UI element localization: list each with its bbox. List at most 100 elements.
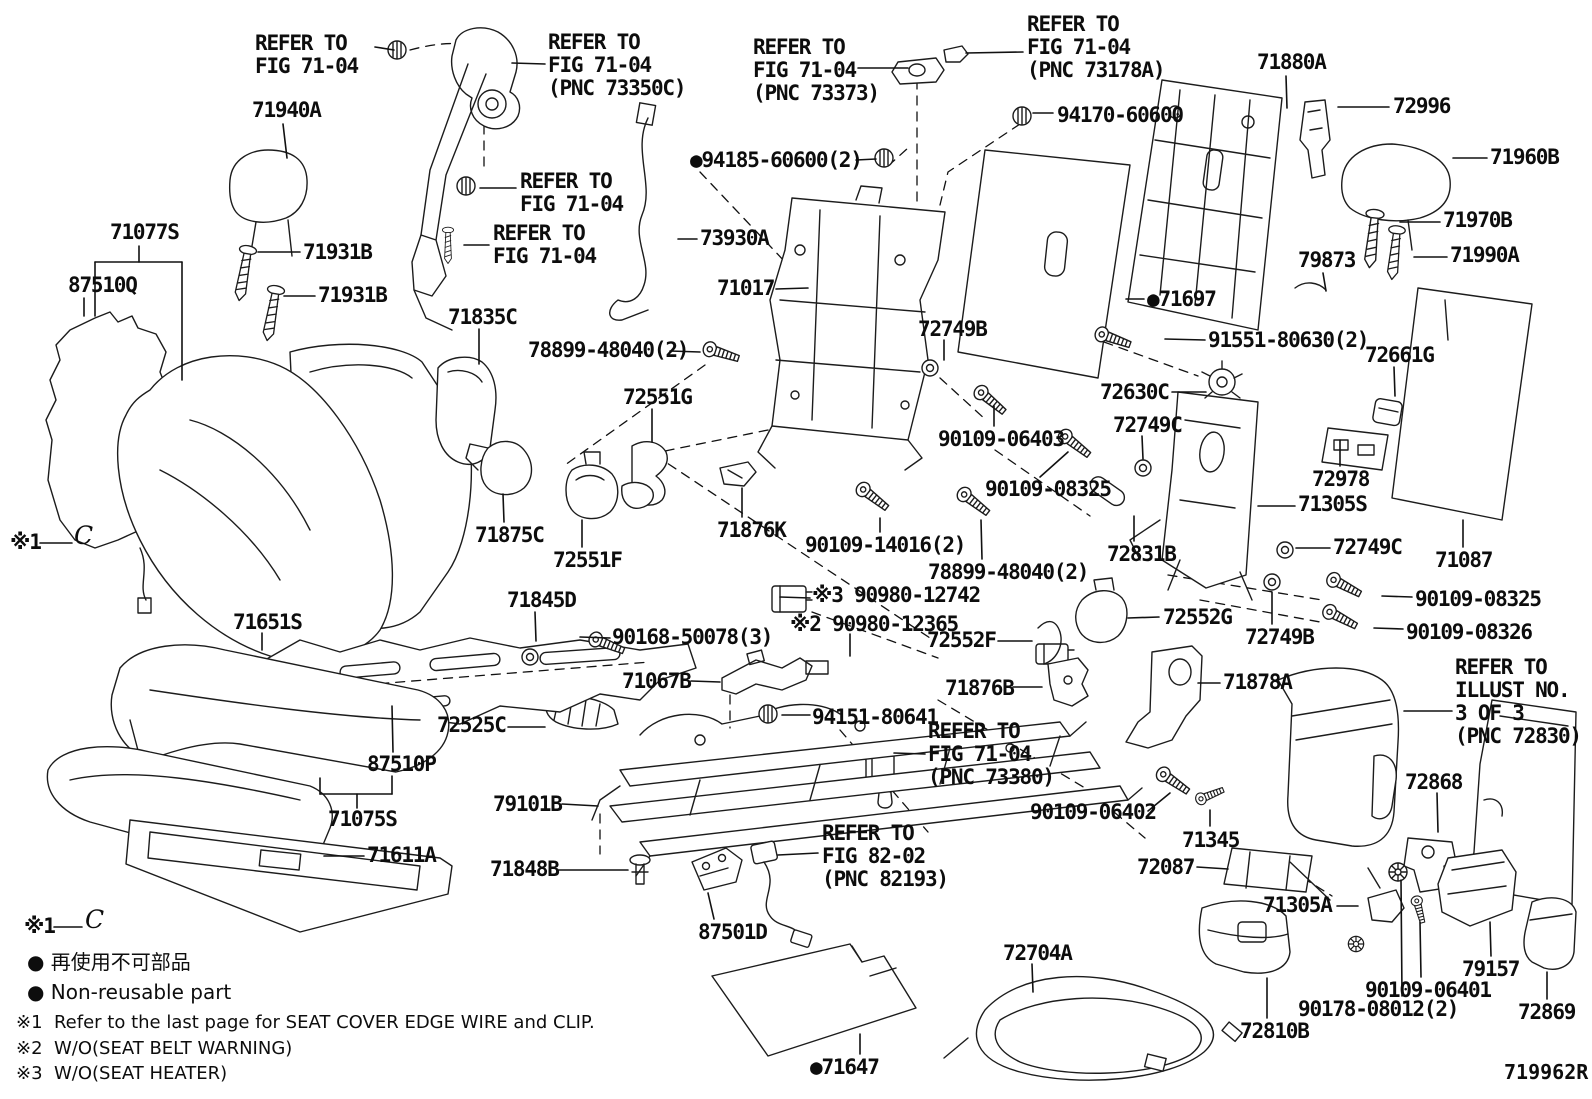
part-71305S: 71305S	[1298, 492, 1368, 516]
part-94151-80641: 94151-80641	[812, 705, 939, 729]
bracket-72661G-art	[1372, 398, 1403, 427]
part-71305A: 71305A	[1263, 893, 1333, 917]
part-72868: 72868	[1405, 770, 1463, 794]
part-91551-80630-leader	[1164, 338, 1206, 341]
part-72525C: 72525C	[437, 713, 507, 737]
holder-79157-art	[1437, 849, 1517, 927]
bracket-71878A-art	[1125, 645, 1203, 749]
note-mark-1-bottom-c: C	[85, 905, 105, 934]
part-79873-leader	[1322, 272, 1327, 292]
part-71878A: 71878A	[1223, 670, 1293, 694]
part-72552F: 72552F	[927, 628, 997, 652]
part-72749C-2: 72749C	[1333, 535, 1403, 559]
part-71940A-leader	[282, 123, 288, 159]
part-90109-08325-a-leader	[1039, 451, 1069, 478]
back-panel-71087-art	[1391, 287, 1533, 521]
clip-71848B-art	[629, 854, 651, 885]
part-71876K: 71876K	[717, 518, 787, 542]
part-72661G: 72661G	[1365, 343, 1435, 367]
part-71970B: 71970B	[1443, 208, 1513, 232]
callout-refer-pnc73178a-leader	[965, 51, 1024, 54]
part-72661G-leader	[1393, 366, 1396, 397]
clip-73178a-art	[943, 45, 969, 63]
bracket-71067B-art	[721, 649, 829, 695]
part-72749C-1-leader	[1141, 435, 1144, 460]
part-87510P-leader	[391, 705, 394, 753]
cap-72551F-art	[565, 451, 619, 520]
part-72552G: 72552G	[1163, 605, 1233, 629]
part-90109-14016: 90109-14016(2)	[805, 533, 966, 557]
part-71651S: 71651S	[233, 610, 303, 634]
harness-82193-art	[750, 840, 813, 948]
part-71880A: 71880A	[1257, 50, 1327, 74]
part-90109-08325-b-leader	[1381, 595, 1413, 598]
part-94185-60600-leader	[855, 158, 877, 161]
connector-87501D-art	[691, 847, 743, 891]
part-73930A: 73930A	[700, 226, 770, 250]
part-78899-48040-1: 78899-48040(2)	[528, 338, 689, 362]
note-mark-1-top: ※1	[10, 530, 42, 554]
part-71960B: 71960B	[1490, 145, 1560, 169]
seat-track-79101B-art	[591, 703, 1143, 877]
callout-refer-fig71-04-b: REFER TO FIG 71-04	[520, 169, 624, 216]
cushion-frame-71611A-art	[125, 819, 453, 933]
legend-note-2: ※2 W/O(SEAT BELT WARNING)	[16, 1038, 293, 1059]
lid-72810B-art	[1198, 900, 1291, 974]
callout-refer-pnc73380-leader	[893, 752, 926, 755]
part-72704A-leader	[1031, 963, 1034, 993]
belt-webbing-73930A-art	[609, 102, 657, 321]
legend-note-3: ※3 W/O(SEAT HEATER)	[16, 1063, 228, 1084]
part-78899-48040-2-leader	[980, 519, 983, 560]
headrest-right-art	[1341, 143, 1451, 251]
part-87501D-leader	[707, 892, 715, 920]
seatback-board-71697-art	[957, 149, 1131, 379]
seatback-board-71880A-art	[1127, 79, 1283, 331]
part-71845D-leader	[534, 611, 537, 642]
part-71345: 71345	[1182, 828, 1240, 852]
callout-refer-fig71-04-c: REFER TO FIG 71-04	[493, 221, 597, 268]
part-71075S: 71075S	[328, 807, 398, 831]
part-87510Q: 87510Q	[68, 273, 138, 297]
part-90109-06402: 90109-06402	[1030, 800, 1157, 824]
part-71848B: 71848B	[490, 857, 560, 881]
part-90109-06403: 90109-06403	[938, 427, 1065, 451]
part-71087: 71087	[1435, 548, 1493, 572]
part-79157: 79157	[1462, 957, 1520, 981]
part-72552G-leader	[1127, 616, 1160, 619]
part-71875C-leader	[502, 493, 505, 523]
part-90168-50078: 90168-50078(3)	[612, 625, 773, 649]
cover-72869-art	[1523, 897, 1577, 970]
callout-refer-pnc73350c: REFER TO FIG 71-04 (PNC 73350C)	[548, 30, 687, 100]
part-90109-08325-a: 90109-08325	[985, 477, 1112, 501]
part-79101B: 79101B	[493, 792, 563, 816]
part-72087: 72087	[1137, 855, 1195, 879]
callout-refer-pnc82193: REFER TO FIG 82-02 (PNC 82193)	[822, 821, 949, 891]
part-72749B-2: 72749B	[1245, 625, 1315, 649]
floor-mat-71647-art	[711, 943, 917, 1057]
part-90109-06401-leader	[1419, 921, 1422, 978]
part-72749C-1: 72749C	[1113, 413, 1183, 437]
callout-refer-fig71-04-a: REFER TO FIG 71-04	[255, 31, 359, 78]
part-90109-08325-b: 90109-08325	[1415, 587, 1542, 611]
part-71940A: 71940A	[252, 98, 322, 122]
part-72869: 72869	[1518, 1000, 1576, 1024]
part-71067B-leader	[690, 680, 721, 683]
armrest-72830-art	[1277, 667, 1400, 847]
wedge-71876K-art	[719, 461, 757, 487]
seat-belt-art	[411, 27, 521, 331]
connector-90980-12742-art	[771, 585, 813, 613]
part-72551F: 72551F	[553, 548, 623, 572]
part-71880A-leader	[1285, 75, 1288, 109]
part-71077S: 71077S	[110, 220, 180, 244]
part-90109-06401: 90109-06401	[1365, 978, 1492, 1002]
part-71697: ●71697	[1147, 287, 1217, 311]
part-72630C: 72630C	[1100, 380, 1170, 404]
bracket-72978-art	[1321, 427, 1389, 471]
callout-refer-pnc73373: REFER TO FIG 71-04 (PNC 73373)	[753, 35, 880, 105]
part-90178-08012-leader	[1400, 879, 1403, 997]
legend-nonreusable-jp: ● 再使用不可部品	[27, 950, 191, 974]
callout-refer-pnc73178a: REFER TO FIG 71-04 (PNC 73178A)	[1027, 12, 1166, 82]
part-72704A: 72704A	[1003, 941, 1073, 965]
